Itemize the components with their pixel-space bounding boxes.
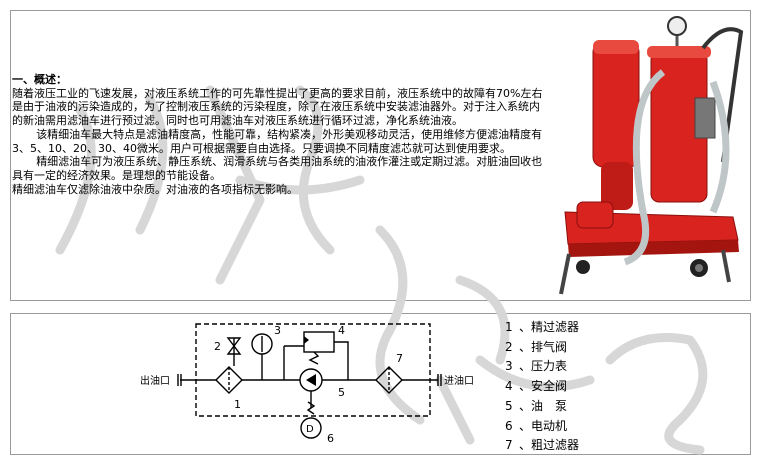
intro-heading: 一、概述： xyxy=(12,73,67,86)
inlet-label: 进油口 xyxy=(444,374,474,387)
intro-paragraph-2: 该精细油车最大特点是滤油精度高，性能可靠，结构紧凑，外形美观移动灵活，使用维修方… xyxy=(12,127,543,155)
intro-paragraph-3: 精细滤油车可为液压系统、静压系统、润滑系统与各类用油系统的油液作灌注或定期过滤。… xyxy=(12,155,543,182)
marker-6: 6 xyxy=(327,432,334,445)
legend-item: 7 、粗过滤器 xyxy=(505,436,725,456)
legend-sep: 、 xyxy=(519,398,532,413)
legend-num: 2 xyxy=(505,339,513,354)
legend-num: 5 xyxy=(505,398,513,413)
outlet-label: 出油口 xyxy=(140,374,170,387)
legend-sep: 、 xyxy=(519,359,532,374)
legend-label: 精过滤器 xyxy=(531,320,580,334)
legend-label: 电动机 xyxy=(531,418,568,433)
legend-sep: 、 xyxy=(519,339,532,354)
legend-item: 6 、电动机 xyxy=(505,417,725,437)
marker-4: 4 xyxy=(338,324,345,337)
legend-sep: 、 xyxy=(519,438,532,453)
legend-item: 5 、油 泵 xyxy=(505,397,725,417)
legend-label: 压力表 xyxy=(531,359,568,374)
legend-label: 油 泵 xyxy=(531,398,568,413)
legend-sep: 、 xyxy=(519,320,532,334)
legend-item: 1 、精过滤器 xyxy=(505,318,725,338)
legend-item: 4 、安全阀 xyxy=(505,377,725,397)
marker-3: 3 xyxy=(274,324,281,337)
legend-label: 安全阀 xyxy=(531,379,568,394)
legend-item: 2 、排气阀 xyxy=(505,338,725,358)
motor-symbol: D xyxy=(306,424,314,435)
component-legend: 1、精过滤器 2、排气阀 3、压力表 4、安全阀 5、油 泵 6、电动机 7、粗… xyxy=(505,318,725,456)
legend-sep: 、 xyxy=(519,418,532,433)
legend-item: 3 、压力表 xyxy=(505,357,725,377)
intro-paragraph-1: 随着液压工业的飞速发展，对液压系统工作的可先靠性提出了更高的要求目前，液压系统中… xyxy=(12,86,543,128)
legend-num: 1 xyxy=(505,320,513,334)
marker-7: 7 xyxy=(396,352,403,365)
hydraulic-schematic: 出油口 进油口 1 2 3 4 5 6 7 D xyxy=(140,323,474,445)
marker-1: 1 xyxy=(234,398,241,411)
legend-sep: 、 xyxy=(519,379,532,394)
intro-paragraph-4: 精细滤油车仅滤除油液中杂质。对油液的各项指标无影响。 xyxy=(12,182,298,196)
legend-num: 4 xyxy=(505,379,513,394)
marker-2: 2 xyxy=(214,340,221,353)
legend-num: 7 xyxy=(505,438,513,453)
marker-5: 5 xyxy=(338,386,345,399)
legend-label: 粗过滤器 xyxy=(531,438,580,453)
filter-cart-image xyxy=(559,16,744,295)
legend-label: 排气阀 xyxy=(531,339,568,354)
legend-num: 3 xyxy=(505,359,513,374)
legend-num: 6 xyxy=(505,418,513,433)
intro-section: 一、概述： 随着液压工业的飞速发展，对液压系统工作的可先靠性提出了更高的要求目前… xyxy=(12,73,548,196)
